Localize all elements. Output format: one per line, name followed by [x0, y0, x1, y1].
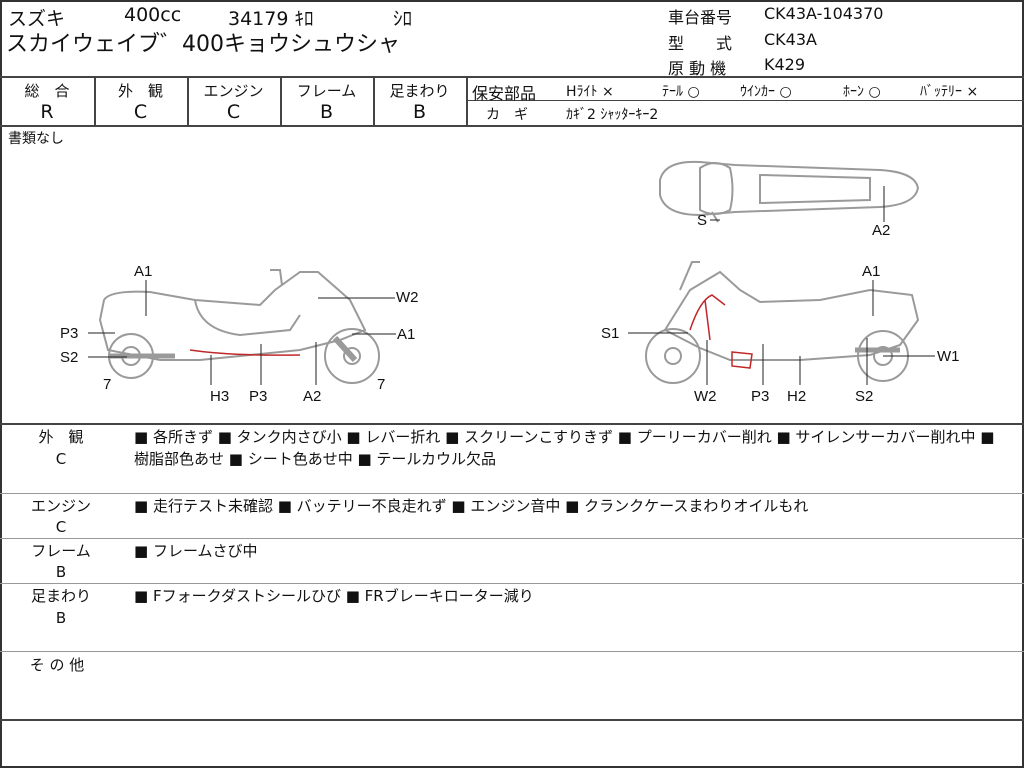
grade-engine-value: C	[226, 101, 241, 123]
comment-frame-category: フレーム	[31, 542, 91, 560]
grade-overall-label: 総 合	[24, 82, 70, 100]
diagram-label: S2	[855, 388, 874, 405]
diagram-label: A1	[134, 263, 153, 280]
divider	[0, 493, 1024, 494]
color: ｼﾛ	[393, 8, 413, 30]
safety-winker: ｳｲﾝｶｰ ○	[740, 84, 792, 100]
right-side-view	[645, 261, 920, 384]
safety-battery: ﾊﾞｯﾃﾘｰ ×	[920, 84, 979, 100]
comment-frame-text: ■ フレームさび中	[134, 542, 258, 560]
grade-suspension-label: 足まわり	[389, 82, 450, 100]
comment-suspension-grade: B	[55, 609, 67, 627]
maker: スズキ	[8, 8, 66, 30]
type-label: 型 式	[668, 34, 733, 53]
divider	[0, 651, 1024, 652]
divider	[0, 76, 1024, 78]
divider	[373, 76, 375, 126]
safety-label: 保安部品	[472, 84, 537, 103]
comment-exterior-text: ■ 各所きず ■ タンク内さび小 ■ レバー折れ ■ スクリーンこすりきず ■ …	[134, 428, 995, 468]
divider	[94, 76, 96, 126]
comment-exterior-grade: C	[55, 450, 67, 468]
engine-label: 原 動 機	[668, 59, 727, 78]
comment-frame-grade: B	[55, 563, 67, 581]
diagram-label: P3	[751, 388, 770, 405]
left-side-view	[98, 269, 380, 384]
comment-other-category: そ の 他	[29, 656, 85, 674]
comment-suspension-category: 足まわり	[30, 587, 91, 605]
diagram-label: A1	[397, 326, 416, 343]
grade-exterior-value: C	[133, 101, 148, 123]
safety-horn: ﾎｰﾝ ○	[843, 84, 881, 100]
comment-exterior-category: 外 観	[38, 428, 84, 446]
diagram-label: P3	[249, 388, 268, 405]
diagram-label: W1	[937, 348, 960, 365]
comment-engine-grade: C	[55, 518, 67, 536]
grade-overall-value: R	[40, 101, 54, 123]
keys-value: ｶｷﾞ2 ｼｬｯﾀｰｷｰ2	[566, 107, 659, 123]
divider	[0, 538, 1024, 539]
comment-engine-text: ■ 走行テスト未確認 ■ バッテリー不良走れず ■ エンジン音中 ■ クランクケ…	[134, 497, 809, 515]
diagram-label: 7	[377, 376, 386, 393]
diagram-label: S1	[601, 325, 620, 342]
diagram-label: W2	[694, 388, 717, 405]
diagram-label: W2	[396, 289, 419, 306]
diagram-label: S2	[60, 349, 79, 366]
diagram-label: H3	[210, 388, 230, 405]
grade-exterior-label: 外 観	[117, 82, 163, 100]
diagram-label: 7	[103, 376, 112, 393]
safety-headlight: Hﾗｲﾄ ×	[566, 84, 614, 100]
diagram-label: A2	[872, 222, 891, 239]
mileage: 34179 ｷﾛ	[228, 8, 314, 30]
diagram-label: H2	[787, 388, 807, 405]
model-name: スカイウェイブ゛400キョウシュウシャ	[6, 32, 400, 57]
damage-mark	[189, 349, 301, 356]
type-value: CK43A	[764, 30, 817, 49]
divider	[187, 76, 189, 126]
diagram-label: A1	[862, 263, 881, 280]
leader-lines	[88, 186, 935, 385]
grade-suspension-value: B	[412, 101, 427, 123]
diagram-label: A2	[303, 388, 322, 405]
engine-value: K429	[764, 55, 806, 74]
frame-no-label: 車台番号	[668, 8, 733, 27]
divider	[466, 100, 1024, 101]
divider	[0, 125, 1024, 127]
keys-label: カ ギ	[486, 107, 528, 123]
grade-engine-label: エンジン	[203, 82, 264, 100]
grade-frame-label: フレーム	[296, 82, 357, 100]
grade-frame-value: B	[319, 101, 334, 123]
divider	[0, 583, 1024, 584]
frame-no: CK43A-104370	[764, 4, 884, 23]
documents-note: 書類なし	[8, 131, 64, 147]
damage-mark	[689, 294, 753, 369]
divider	[280, 76, 282, 126]
diagram-label: S	[697, 212, 708, 229]
displacement: 400cc	[124, 4, 182, 26]
divider	[0, 719, 1024, 721]
diagram-label: P3	[60, 325, 79, 342]
safety-tail: ﾃｰﾙ ○	[662, 84, 700, 100]
comment-suspension-text: ■ Fフォークダストシールひび ■ FRブレーキローター減り	[134, 587, 534, 605]
divider	[466, 76, 468, 126]
divider	[0, 423, 1024, 425]
comment-engine-category: エンジン	[30, 497, 91, 515]
